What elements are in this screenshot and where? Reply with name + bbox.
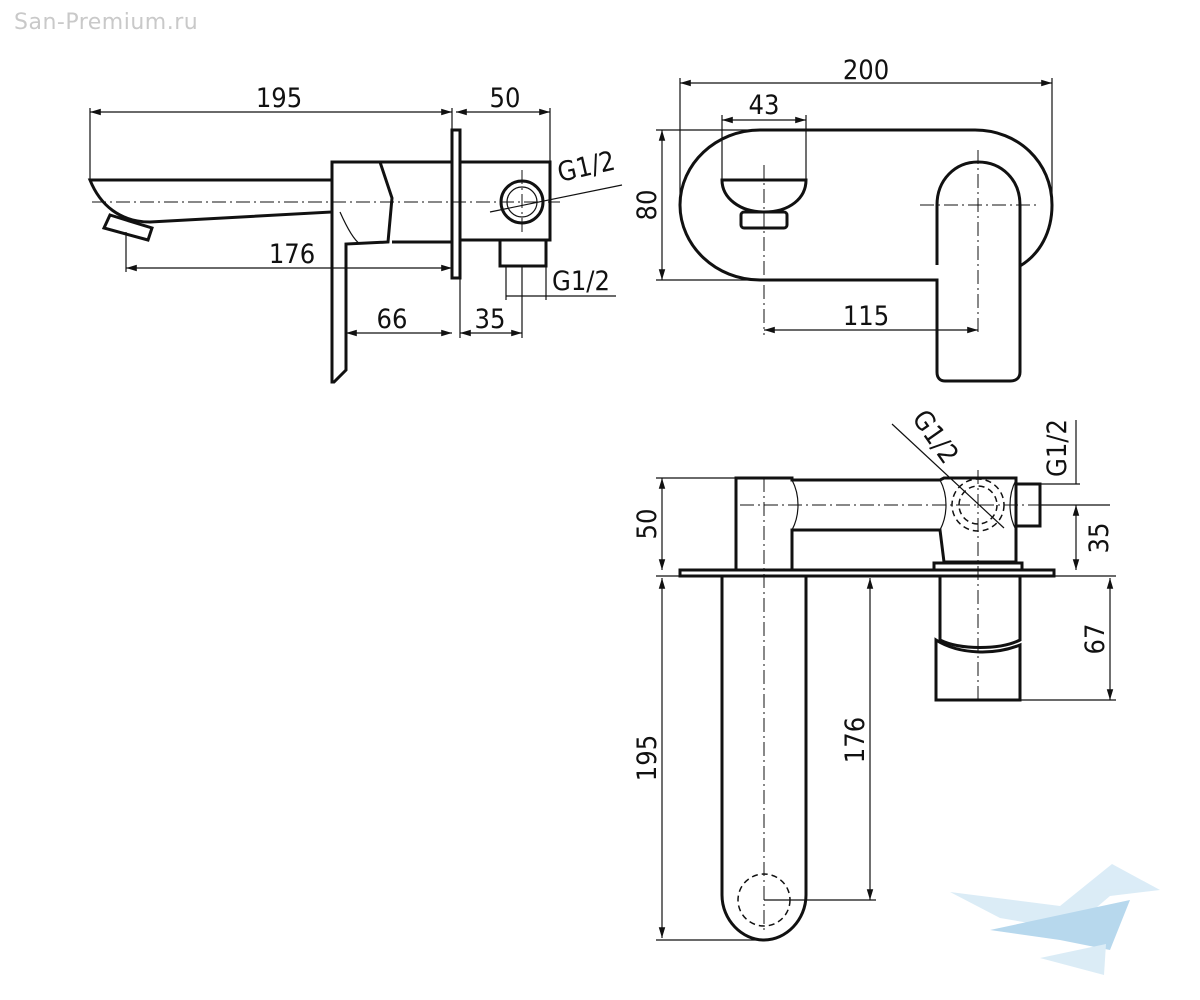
wall-plate-outline (678, 128, 1054, 383)
front-view: 200 43 80 115 (632, 55, 1054, 383)
outlet-port (498, 240, 548, 268)
spout-body (87, 178, 334, 224)
side-view: 195 50 176 66 35 G1/2 G1/2 (87, 83, 623, 384)
concealed-block (458, 160, 552, 242)
thread-inlet-top: G1/2 (906, 405, 965, 470)
thread-outlet-side: G1/2 (552, 266, 610, 297)
dim-35-top: 35 (1084, 523, 1115, 554)
aerator-nozzle (101, 213, 154, 242)
dim-80-front: 80 (632, 190, 663, 221)
thread-outlet-top: G1/2 (1042, 419, 1073, 477)
dim-115-front: 115 (843, 301, 889, 332)
lever-handle (330, 160, 394, 384)
dim-176-top: 176 (840, 717, 871, 763)
dim-66-side: 66 (377, 304, 408, 335)
dim-50-top: 50 (632, 509, 663, 540)
wall-plate-top (678, 568, 1056, 578)
top-view: 50 195 176 67 35 G1/2 G1/2 (632, 405, 1116, 942)
san-premium-bathtub-logo (950, 864, 1160, 975)
dim-195-top: 195 (632, 735, 663, 781)
dim-195-side: 195 (256, 83, 302, 114)
cartridge-top (938, 576, 1022, 649)
dim-43-front: 43 (749, 90, 780, 121)
dim-200-front: 200 (843, 55, 889, 86)
dim-50-side: 50 (490, 83, 521, 114)
site-watermark: San-Premium.ru (14, 10, 199, 35)
dim-176-side: 176 (269, 239, 315, 270)
dim-35-side: 35 (475, 304, 506, 335)
handle-top (934, 637, 1022, 702)
dim-67-top: 67 (1080, 624, 1111, 655)
aerator-front (739, 210, 789, 230)
thread-inlet-side: G1/2 (555, 146, 618, 189)
